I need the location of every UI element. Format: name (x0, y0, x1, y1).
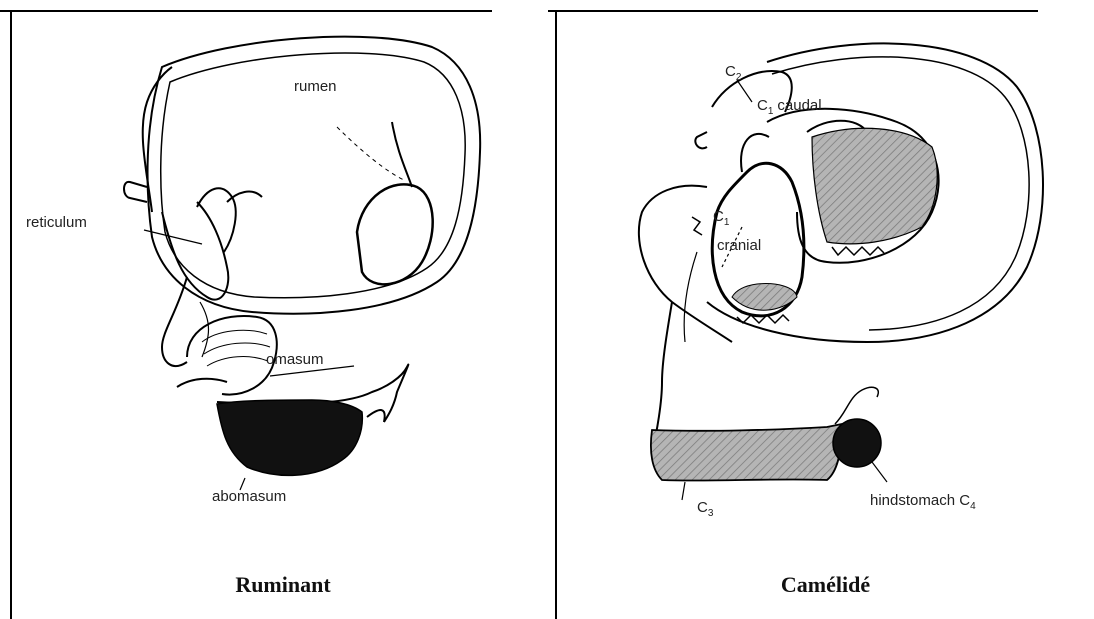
c2-label: C2 (725, 63, 742, 83)
caudal-saccules (832, 247, 884, 255)
rumen-label: rumen (294, 78, 337, 95)
reticulo-omasal-orifice (162, 277, 187, 366)
hindstomach-leader (872, 462, 887, 482)
c1-glandular-sacs (812, 128, 937, 244)
omasum-label: omasum (266, 351, 324, 368)
rumen-pillar (392, 122, 412, 187)
esophagus-stub (695, 132, 707, 148)
abomasum-label: abomasum (212, 488, 286, 505)
ruminant-caption: Ruminant (12, 572, 554, 598)
camelid-caption: Camélidé (557, 572, 1094, 598)
c3-label: C3 (697, 499, 714, 519)
ruminant-panel: rumen reticulum omasum abomasum Ruminant (12, 12, 554, 619)
omasum-lamina-1 (202, 330, 267, 342)
omasum-base (177, 379, 227, 387)
reticulum-fold (197, 188, 236, 252)
ruminant-stomach-diagram: rumen reticulum omasum abomasum (12, 12, 554, 619)
cranial-side-saccules (692, 217, 702, 235)
c3-leader (682, 482, 685, 500)
c2-leader (737, 80, 752, 102)
connection-line (684, 252, 697, 342)
cranial-label: cranial (717, 237, 761, 254)
omasum-outline (187, 316, 277, 394)
abomasum-body (217, 400, 362, 475)
omasum-lamina-3 (207, 357, 268, 366)
c3-body (651, 424, 842, 481)
pillar-fold (227, 192, 262, 202)
c4-hindstomach (833, 419, 881, 467)
pylorus-outline (367, 410, 385, 422)
omasum-lamina-2 (204, 343, 270, 354)
reticulum-label: reticulum (26, 214, 87, 231)
rumen-caudal-sac (357, 184, 433, 284)
esophagus-stub (124, 182, 147, 202)
hindstomach-label: hindstomach C4 (870, 492, 976, 512)
